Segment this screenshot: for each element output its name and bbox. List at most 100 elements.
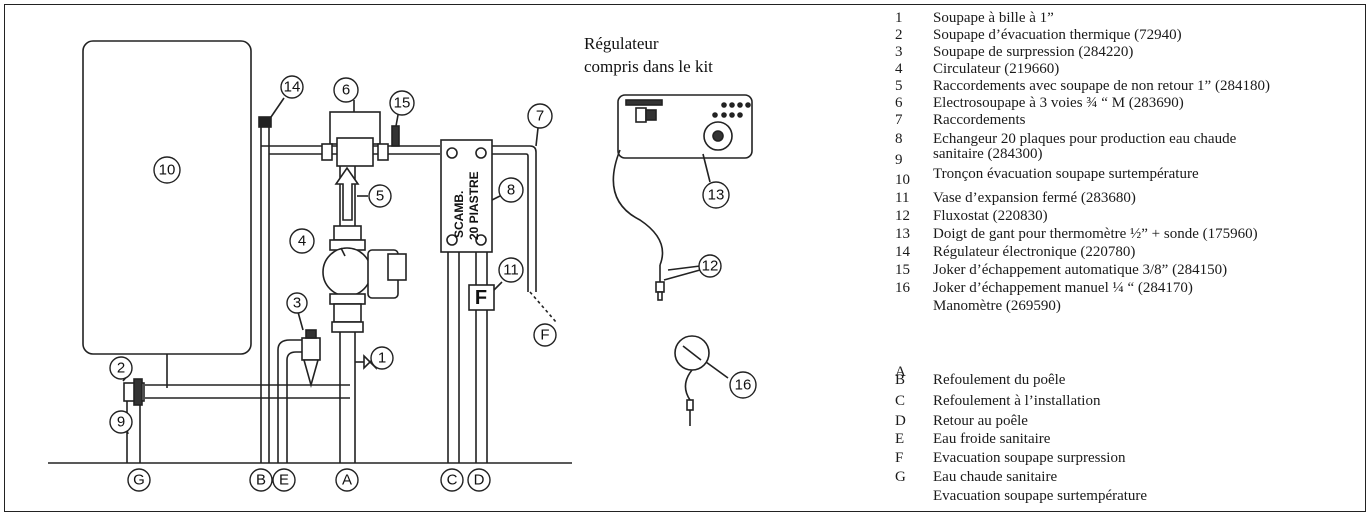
exchanger-text-1: SCAMB. [452,191,466,238]
connection-circle-c [440,468,464,492]
callout-label-6: 6 [342,82,350,99]
legend-key: 16 [895,280,910,296]
callout-circle-16 [729,371,757,399]
legend-text: Vase d’expansion fermé (283680) [933,190,1136,206]
three-way-valve [321,111,389,167]
pipe-c [447,252,460,463]
legend-key: 3 [895,44,903,60]
callout-circle-8 [498,177,524,203]
callout-label-12: 12 [702,258,719,275]
legend-text: Evacuation soupape surpression [933,450,1126,466]
callout-label-11: 11 [503,262,519,279]
callout-label-8: 8 [507,182,515,199]
legend-text: Eau chaude sanitaire [933,469,1058,485]
connection-circle-e [272,468,296,492]
thermal-relief-valve [123,378,145,406]
legend-text: sanitaire (284300) [933,146,1043,162]
legend-key: 15 [895,262,910,278]
callout-circle-11 [498,257,524,283]
callout-label-14: 14 [284,79,301,96]
connection-label-c: C [447,472,458,489]
legend-text: Soupape d’évacuation thermique (72940) [933,27,1182,43]
legend-key: 9 [895,152,903,168]
legend-key: D [895,413,906,429]
legend-text: Electrosoupape à 3 voies ¾ “ M (283690) [933,95,1184,111]
legend-key: 10 [895,172,910,188]
legend-key: 5 [895,78,903,94]
exchanger-port-1 [446,147,458,159]
legend-text: Raccordements [933,112,1026,128]
callout-label-7: 7 [536,108,544,125]
legend-key: 1 [895,10,903,26]
legend-text: Soupape de surpression (284220) [933,44,1134,60]
connection-label-a: A [342,472,352,489]
legend-key: 6 [895,95,903,111]
callout-circle-9 [109,410,133,434]
figure-frame [4,4,1366,512]
callout-label-3: 3 [293,295,301,312]
callout-label-4: 4 [298,233,306,250]
expansion-tank [82,40,252,355]
legend-text: Doigt de gant pour thermomètre ½” + sond… [933,226,1258,242]
callout-label-2: 2 [117,360,125,377]
legend-text: Raccordements avec soupape de non retour… [933,78,1270,94]
legend-key: 8 [895,131,903,147]
manometer [674,335,710,426]
callout-circle-6 [333,77,359,103]
legend-key: 7 [895,112,903,128]
callout-circle-4 [289,228,315,254]
legend-text: Eau froide sanitaire [933,431,1051,447]
callout-circle-7 [527,103,553,129]
connection-label-e: E [279,472,289,489]
exchanger-port-3 [446,234,458,246]
connection-circle-g [127,468,151,492]
pipe-f [492,145,557,323]
legend-key: F [895,450,904,466]
pipe-d [475,252,488,463]
connection-circle-f [533,323,557,347]
exchanger-text-2: 20 PIASTRE [467,171,481,240]
callout-label-15: 15 [394,95,411,112]
circulator [322,225,407,333]
callout-label-10: 10 [159,162,176,179]
legend-text: Soupape à bille à 1” [933,10,1054,26]
connection-circle-d [467,468,491,492]
callout-circle-15 [389,90,415,116]
legend-text: Fluxostat (220830) [933,208,1048,224]
callout-label-5: 5 [376,188,384,205]
regulator-caption-line-1: Régulateur [584,34,659,53]
legend-key: E [895,431,905,447]
connection-label-f: F [540,327,549,344]
auto-vent-14 [258,116,272,128]
legend-key: 11 [895,190,910,206]
exchanger-port-4 [475,234,487,246]
thermowell-probe [655,265,665,301]
legend-key: 13 [895,226,910,242]
legend-key: C [895,393,906,409]
legend-text: Tronçon évacuation soupape surtempératur… [933,166,1199,182]
legend-key: G [895,469,906,485]
legend-text: Manomètre (269590) [933,298,1061,314]
check-valve-arrow [334,166,360,221]
legend-key: 4 [895,61,903,77]
legend-key: 14 [895,244,910,260]
legend-text: Retour au poêle [933,413,1028,429]
manual-vent-15 [391,125,400,147]
pressure-relief-valve [301,329,321,388]
legend-text: Refoulement à l’installation [933,393,1101,409]
legend-text: Evacuation soupape surtempérature [933,488,1148,504]
callout-circle-3 [286,292,308,314]
connection-label-d: D [474,472,485,489]
legend-key: B [895,372,906,388]
legend-text: Joker d’échappement manuel ¼ “ (284170) [933,280,1193,296]
callout-circle-2 [109,356,133,380]
callout-circle-13 [702,181,730,209]
pipe-b [260,120,270,463]
legend-text: Circulateur (219660) [933,61,1060,77]
callout-label-1: 1 [378,350,386,367]
exchanger-port-2 [475,147,487,159]
legend-text: Régulateur électronique (220780) [933,244,1136,260]
callout-circle-1 [370,346,394,370]
callout-circle-14 [280,75,304,99]
